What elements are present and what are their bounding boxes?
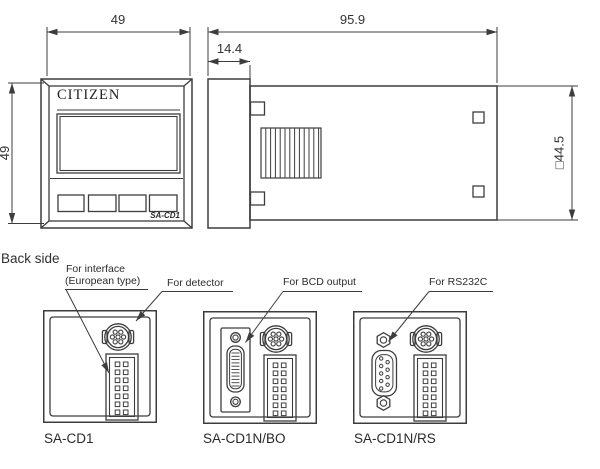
detector-connector	[101, 323, 135, 351]
dimension-body-square: □44.5	[551, 135, 567, 170]
dimension-bezel-depth: 14.4	[216, 41, 243, 56]
panel-name-sa-cd1n-bo: SA-CD1N/BO	[203, 431, 286, 446]
side-view	[207, 78, 498, 229]
back-panel-sa-cd1n-rs	[353, 311, 467, 424]
front-model-label: SA-CD1	[150, 211, 180, 220]
callout-interface-line2: (European type)	[65, 275, 141, 287]
panel-name-sa-cd1n-rs: SA-CD1N/RS	[354, 431, 436, 446]
rs232c-connector	[371, 331, 398, 412]
dimension-lines	[8, 27, 578, 224]
front-view	[40, 78, 193, 229]
callout-detector: For detector	[167, 277, 224, 289]
ribbed-section	[260, 127, 322, 179]
callout-rs232c: For RS232C	[429, 276, 488, 288]
callout-arrows	[65, 289, 493, 374]
back-panel-sa-cd1n-bo	[203, 311, 317, 424]
callout-interface-line1: For interface	[66, 263, 125, 275]
display-window	[56, 113, 181, 174]
detector-connector	[259, 325, 293, 353]
panel-name-sa-cd1: SA-CD1	[44, 431, 94, 446]
bcd-connector	[220, 327, 251, 413]
dimension-body-length: 95.9	[339, 12, 366, 27]
detector-connector	[409, 325, 443, 353]
mount-latch-top	[249, 101, 266, 116]
dimension-front-height: 49	[0, 145, 12, 161]
front-buttons	[57, 194, 178, 213]
mount-latch-bottom	[249, 191, 266, 206]
interface-connector	[105, 353, 139, 421]
side-hole-bottom	[472, 185, 485, 198]
side-hole-top	[472, 111, 485, 124]
brand-logo: CITIZEN	[57, 87, 121, 103]
back-panel-sa-cd1	[43, 310, 157, 423]
interface-connector	[413, 354, 447, 422]
dimension-front-width: 49	[110, 12, 126, 27]
interface-connector	[263, 354, 297, 422]
back-side-title: Back side	[1, 251, 60, 266]
callout-bcd-output: For BCD output	[283, 276, 356, 288]
